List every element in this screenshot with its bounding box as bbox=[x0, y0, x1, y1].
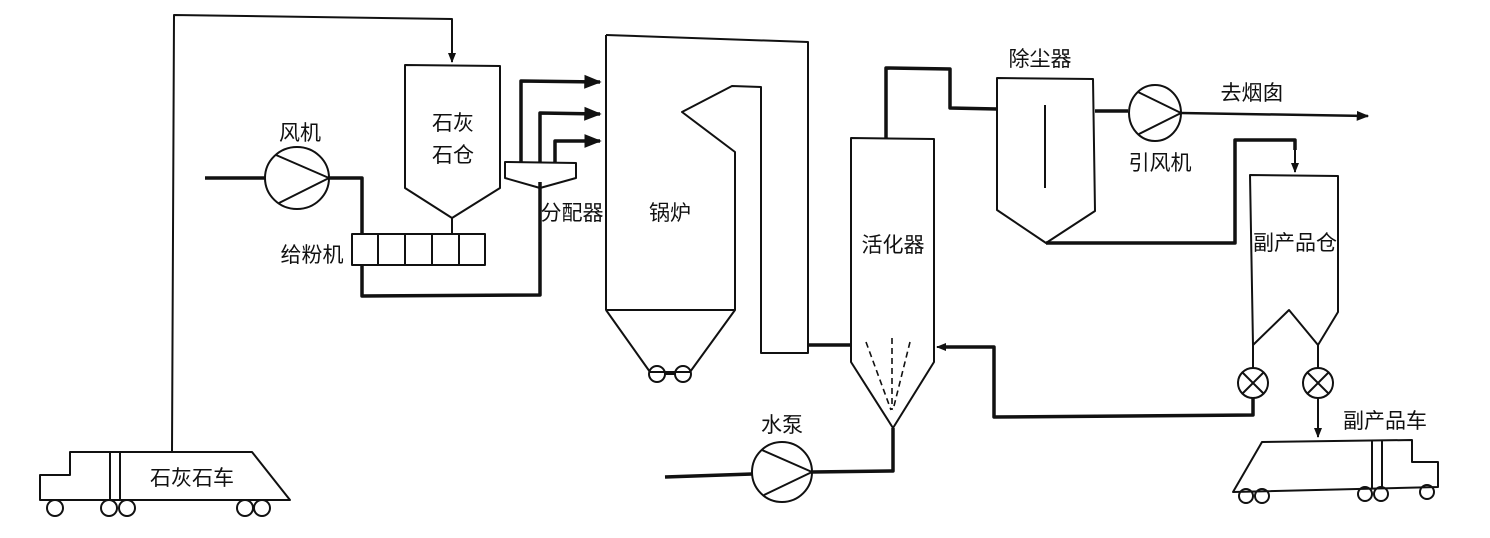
rotary-valve-right bbox=[1302, 367, 1334, 399]
induced-fan-label: 引风机 bbox=[1129, 151, 1192, 175]
to-chimney-label: 去烟囱 bbox=[1221, 81, 1284, 105]
byproduct-silo: 副产品仓 bbox=[1249, 174, 1339, 346]
boiler: 锅炉 bbox=[605, 34, 809, 383]
activator: 活化器 bbox=[850, 137, 935, 429]
water-pump-label: 水泵 bbox=[761, 413, 803, 437]
fan-label: 风机 bbox=[279, 121, 321, 145]
limestone-silo-label-1: 石灰 bbox=[432, 111, 474, 135]
limestone-supply-line bbox=[171, 14, 456, 453]
fan: 风机 bbox=[205, 121, 330, 210]
water-pump: 水泵 bbox=[664, 413, 813, 503]
limestone-truck-label: 石灰石车 bbox=[150, 466, 234, 490]
dust-collector: 除尘器 bbox=[996, 47, 1096, 244]
activator-label: 活化器 bbox=[862, 233, 925, 257]
powder-feeder: 给粉机 bbox=[281, 233, 486, 267]
rotary-valve-left bbox=[1237, 367, 1269, 399]
distributor-label: 分配器 bbox=[541, 201, 604, 225]
limestone-truck: 石灰石车 bbox=[39, 451, 291, 517]
boiler-label: 锅炉 bbox=[649, 201, 691, 225]
distributor: 分配器 bbox=[504, 161, 604, 225]
limestone-silo: 石灰 石仓 bbox=[404, 64, 501, 219]
byproduct-truck: 副产品车 bbox=[1232, 409, 1439, 504]
dust-collector-label: 除尘器 bbox=[1009, 47, 1072, 71]
byproduct-truck-label: 副产品车 bbox=[1343, 409, 1427, 433]
byproduct-silo-label: 副产品仓 bbox=[1253, 231, 1337, 255]
feeder-label: 给粉机 bbox=[281, 243, 344, 267]
induced-draft-fan: 引风机 bbox=[1128, 84, 1192, 175]
limestone-silo-label-2: 石仓 bbox=[432, 143, 474, 167]
